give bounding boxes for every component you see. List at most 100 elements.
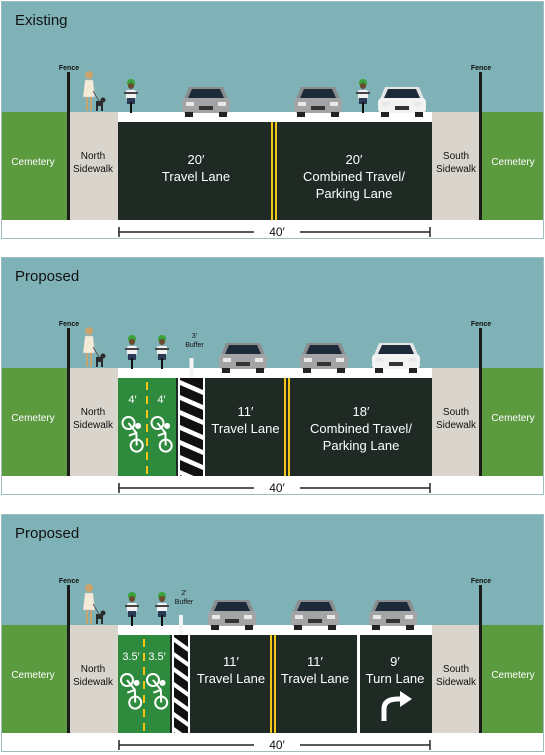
dog-leash <box>92 346 100 358</box>
car-wheel <box>222 368 230 373</box>
bike-lane-divider-dash <box>146 438 148 446</box>
car-headlight <box>304 358 312 362</box>
car-wheel <box>337 368 345 373</box>
bike-lane-divider-dash <box>146 452 148 460</box>
buffer-hatch <box>174 712 188 727</box>
bike-wheel <box>120 673 134 687</box>
car-wheel <box>256 368 264 373</box>
width-label: 40′ <box>269 225 285 239</box>
dimension-strip <box>2 220 543 238</box>
bike-lane-marking-icon <box>120 673 143 710</box>
cyclist-shirt <box>358 90 368 99</box>
bike-wheel <box>154 695 169 710</box>
bike-lane-divider-dash <box>143 681 145 689</box>
car-wheel <box>331 112 339 117</box>
car-wheel <box>372 625 380 630</box>
car-grille <box>311 106 325 110</box>
bike-wheel <box>128 695 143 710</box>
south-sidewalk <box>432 368 480 476</box>
south-sidewalk <box>432 625 480 733</box>
center-line <box>270 635 272 733</box>
dog-leash <box>92 90 100 102</box>
width-label: 40′ <box>269 481 285 495</box>
car-icon <box>369 600 417 630</box>
bike-lane-divider-dash <box>143 667 145 675</box>
buffer-edge <box>178 378 180 476</box>
car-wheel <box>328 625 336 630</box>
bike-rider-head <box>164 422 171 429</box>
center-line <box>275 122 277 220</box>
cyclist-handlebar <box>124 92 138 94</box>
car-wheel <box>245 625 253 630</box>
car-grille <box>236 362 250 366</box>
car-windshield <box>306 345 342 354</box>
cyclist-shorts <box>128 611 136 617</box>
cyclist-head <box>360 83 366 89</box>
fence-label-left: Fence <box>59 65 79 72</box>
cemetery-label-right: Cemetery <box>491 670 534 681</box>
bike-lane-width-label: 3.5′ <box>122 651 139 663</box>
bike-lane-divider-dash <box>146 382 148 390</box>
pedestrian-head <box>85 327 93 335</box>
fence-left <box>67 72 70 220</box>
car-wheel <box>294 625 302 630</box>
width-label: 40′ <box>269 738 285 752</box>
grass-right <box>482 112 543 220</box>
buffer-hatch <box>180 470 203 485</box>
car-icon <box>294 87 342 117</box>
car-windshield <box>188 89 224 98</box>
bike-frame <box>126 679 137 703</box>
car-grille <box>225 619 239 623</box>
car-windshield <box>297 602 333 611</box>
cyclist-wheel <box>131 358 133 369</box>
bike-wheel <box>150 416 165 430</box>
car-icon <box>291 600 339 630</box>
turn-arrow-icon <box>381 696 402 721</box>
fence-label-right: Fence <box>471 321 491 328</box>
north-sidewalk <box>69 368 118 476</box>
bike-rider-head <box>135 422 142 429</box>
car-headlight <box>414 102 422 106</box>
car-headlight <box>336 358 344 362</box>
turn-lane-line <box>357 635 360 733</box>
buffer-label: 3′Buffer <box>185 333 204 349</box>
buffer-edge <box>188 635 190 733</box>
cyclist-wheel <box>161 615 163 626</box>
pedestrian-dress <box>82 335 96 354</box>
cemetery-label-right: Cemetery <box>491 413 534 424</box>
bike-rider-head <box>159 679 166 686</box>
cyclist-shorts <box>128 354 136 360</box>
car-icon <box>182 87 230 117</box>
buffer-hatch <box>180 425 203 440</box>
pedestrian-dress <box>82 79 96 98</box>
cyclist-handlebar <box>155 348 169 350</box>
car-windshield <box>214 602 250 611</box>
car-wheel <box>185 112 193 117</box>
car-body <box>300 354 348 369</box>
pedestrian-head <box>85 584 93 592</box>
dog-head <box>100 97 106 103</box>
grass-left <box>2 368 67 476</box>
lane-label: 20′Travel Lane <box>162 152 230 184</box>
car-grille <box>317 362 331 366</box>
grass-right <box>482 625 543 733</box>
buffer-hatch <box>180 380 203 395</box>
north-sidewalk <box>69 112 118 220</box>
pedestrian-head <box>85 71 93 79</box>
car-wheel <box>219 112 227 117</box>
car-headlight <box>298 102 306 106</box>
bike-lane-divider-dash <box>146 396 148 404</box>
bike-frame <box>156 422 167 446</box>
bike-lane-width-label: 3.5′ <box>148 651 165 663</box>
cyclist-head <box>159 339 165 345</box>
cyclist-head <box>128 83 134 89</box>
car-headlight <box>255 358 263 362</box>
fence-label-right: Fence <box>471 65 491 72</box>
fence-label-left: Fence <box>59 578 79 585</box>
buffer-hatch <box>174 637 188 652</box>
car-wheel <box>211 625 219 630</box>
